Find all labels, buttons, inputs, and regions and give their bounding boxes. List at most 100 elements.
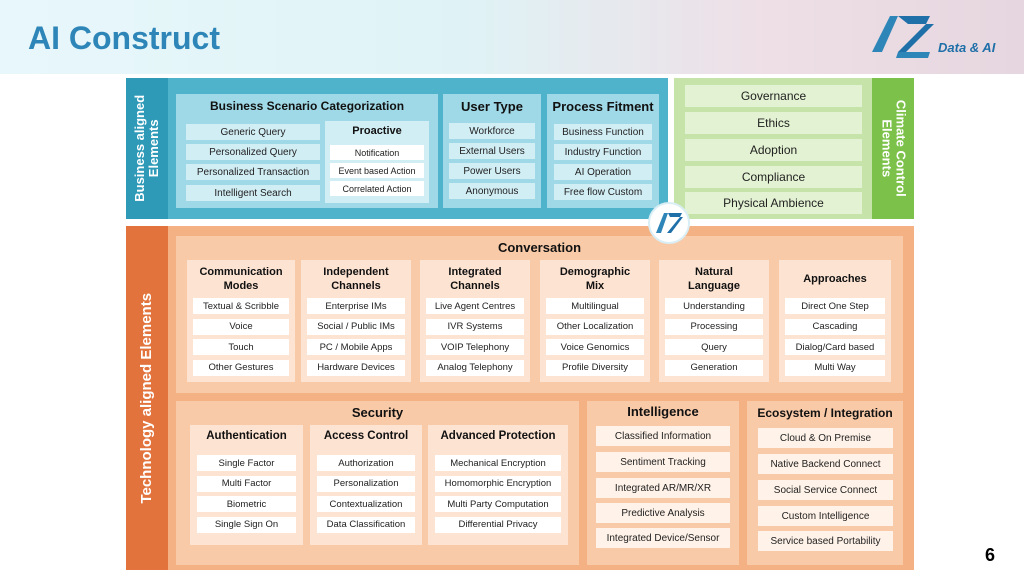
conversation-item: Direct One Step <box>785 298 885 314</box>
intelligence-item: Integrated AR/MR/XR <box>596 478 730 498</box>
scenario-item: Personalized Query <box>186 144 320 160</box>
ecosystem-title: Ecosystem / Integration <box>757 406 893 420</box>
scenario-title: Business Scenario Categorization <box>209 99 405 113</box>
security-item: Mechanical Encryption <box>435 455 561 471</box>
page-title: AI Construct <box>28 20 220 56</box>
conversation-item: Enterprise IMs <box>307 298 405 314</box>
conversation-item: Textual & Scribble <box>193 298 289 314</box>
conversation-item: Generation <box>665 359 763 376</box>
ecosystem-item: Social Service Connect <box>758 480 893 500</box>
proactive-item: Event based Action <box>330 163 424 178</box>
climate-item: Governance <box>685 85 862 107</box>
process-fitment-title: Process Fitment <box>552 99 654 114</box>
intelligence-item: Classified Information <box>596 426 730 446</box>
security-item: Personalization <box>317 475 415 492</box>
security-item: Biometric <box>197 496 296 512</box>
intelligence-item: Integrated Device/Sensor <box>596 528 730 548</box>
climate-label-line1: Climate Control <box>893 100 909 197</box>
conversation-item: Hardware Devices <box>307 359 405 376</box>
conversation-item: Processing <box>665 318 763 335</box>
conversation-item: Multilingual <box>546 298 644 314</box>
column-title-line: Channels <box>450 280 500 292</box>
company-logo: Data & AI <box>868 12 1018 62</box>
security-item: Single Factor <box>197 455 296 471</box>
intelligence-item: Predictive Analysis <box>596 503 730 523</box>
climate-label-line2: Elements <box>879 119 895 178</box>
conversation-item: Voice <box>193 318 289 335</box>
column-title-line: Mix <box>585 280 605 292</box>
conversation-item: VOIP Telephony <box>426 339 524 355</box>
scenario-item: Generic Query <box>186 124 320 140</box>
conversation-item: Dialog/Card based <box>785 339 885 355</box>
security-item: Homomorphic Encryption <box>435 475 561 492</box>
column-title-line: Approaches <box>803 273 867 285</box>
security-column-title: Advanced Protection <box>440 430 556 442</box>
user-type-item: Power Users <box>449 163 535 179</box>
az-logo-icon <box>872 16 934 58</box>
business-label-line2: Elements <box>146 119 162 178</box>
user-type-item: External Users <box>449 143 535 159</box>
conversation-item: PC / Mobile Apps <box>307 339 405 355</box>
security-item: Authorization <box>317 455 415 471</box>
scenario-item: Intelligent Search <box>186 185 320 201</box>
business-label-line1: Business aligned <box>131 95 147 202</box>
column-title-line: Independent <box>323 266 389 278</box>
intelligence-title: Intelligence <box>627 404 699 419</box>
security-item: Multi Factor <box>197 475 296 492</box>
header-banner <box>0 0 1024 74</box>
security-column-title: Authentication <box>206 430 287 442</box>
column-title-line: Natural <box>695 266 733 278</box>
conversation-item: Live Agent Centres <box>426 298 524 314</box>
az-logo-icon <box>656 213 683 233</box>
scenario-item: Personalized Transaction <box>186 164 320 180</box>
conversation-item: Understanding <box>665 298 763 314</box>
security-item: Contextualization <box>317 496 415 512</box>
conversation-item: Multi Way <box>785 359 885 376</box>
security-item: Multi Party Computation <box>435 496 561 512</box>
security-title: Security <box>351 405 404 420</box>
proactive-item: Notification <box>330 145 424 160</box>
column-title-line: Demographic <box>559 266 631 278</box>
conversation-item: Analog Telephony <box>426 359 524 376</box>
conversation-column-title: Approaches <box>779 272 891 286</box>
column-title-line: Channels <box>331 280 381 292</box>
process-fitment-item: Industry Function <box>554 144 652 160</box>
center-logo <box>648 202 690 244</box>
conversation-item: Query <box>665 339 763 355</box>
climate-item: Adoption <box>685 139 862 161</box>
intelligence-item: Sentiment Tracking <box>596 452 730 472</box>
column-title-line: Modes <box>223 280 259 292</box>
process-fitment-item: Business Function <box>554 124 652 140</box>
conversation-item: Social / Public IMs <box>307 318 405 335</box>
security-item: Differential Privacy <box>435 516 561 533</box>
conversation-item: Profile Diversity <box>546 359 644 376</box>
column-title-line: Language <box>688 280 740 292</box>
conversation-item: Touch <box>193 339 289 355</box>
ecosystem-item: Custom Intelligence <box>758 506 893 526</box>
logo-text: Data & AI <box>938 40 996 55</box>
security-item: Data Classification <box>317 516 415 533</box>
security-column-title: Access Control <box>323 430 409 442</box>
user-type-item: Anonymous <box>449 183 535 199</box>
user-type-item: Workforce <box>449 123 535 139</box>
user-type-title: User Type <box>461 99 523 114</box>
climate-item: Physical Ambience <box>685 192 862 214</box>
ecosystem-item: Cloud & On Premise <box>758 428 893 448</box>
process-fitment-item: Free flow Custom <box>554 184 652 200</box>
conversation-item: Voice Genomics <box>546 339 644 355</box>
conversation-title: Conversation <box>497 240 582 255</box>
climate-item: Ethics <box>685 112 862 134</box>
conversation-item: Other Localization <box>546 318 644 335</box>
conversation-item: Cascading <box>785 318 885 335</box>
proactive-title: Proactive <box>352 125 402 137</box>
process-fitment-item: AI Operation <box>554 164 652 180</box>
ecosystem-item: Native Backend Connect <box>758 454 893 474</box>
conversation-item: Other Gestures <box>193 359 289 376</box>
